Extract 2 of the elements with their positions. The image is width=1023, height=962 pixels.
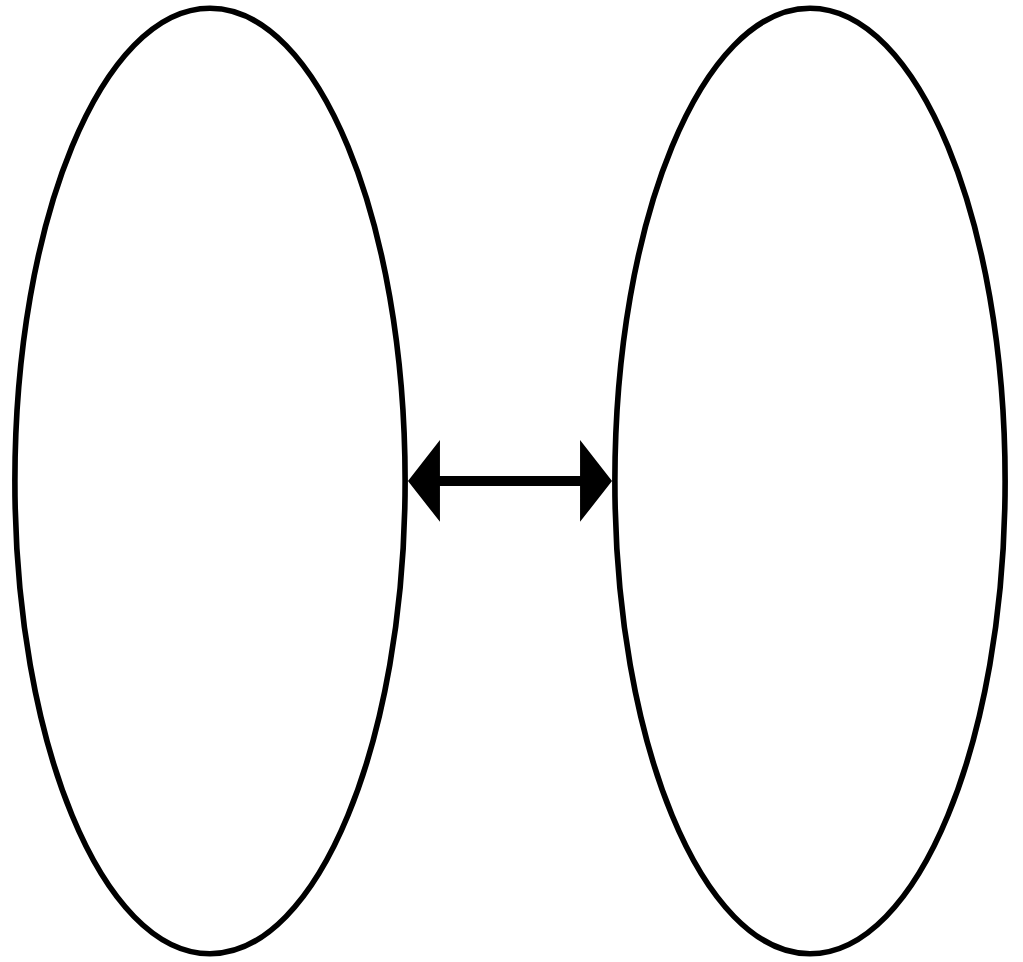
ellipse-shape <box>12 5 408 957</box>
ellipse-shape <box>612 5 1008 957</box>
